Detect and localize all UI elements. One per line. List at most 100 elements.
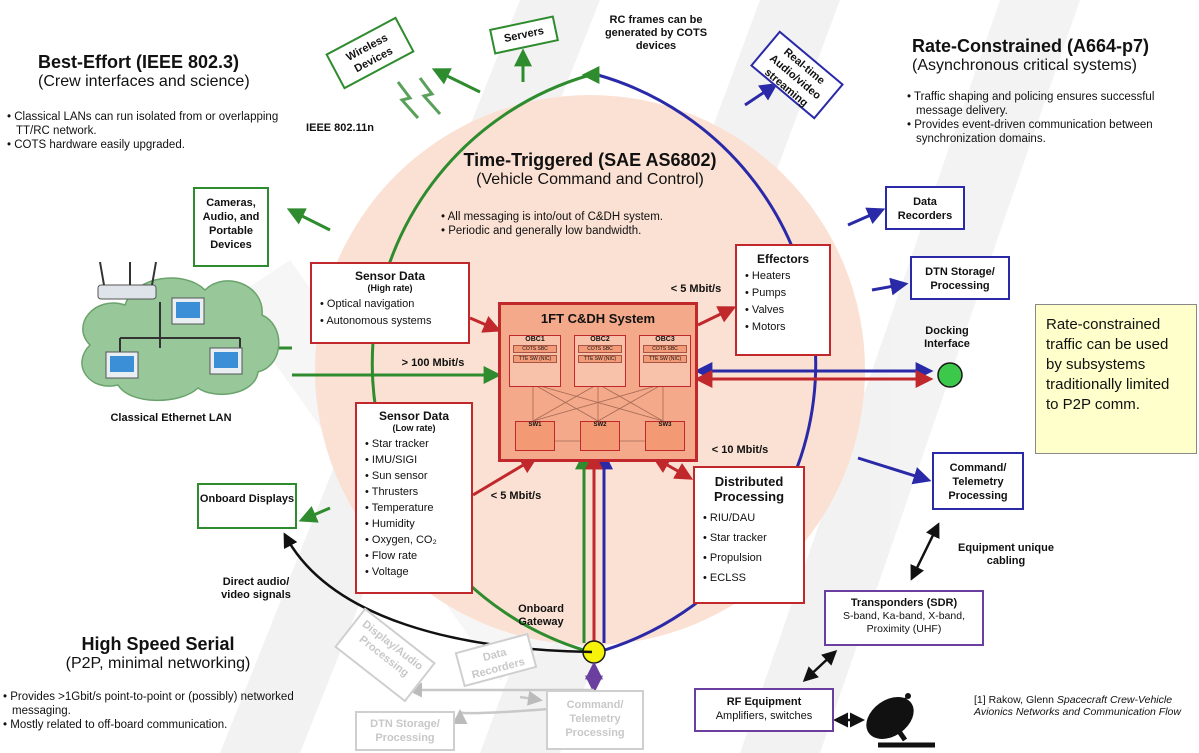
obc-label: OBC2 (590, 336, 610, 343)
cameras-audio-box: Cameras, Audio, and Portable Devices (193, 187, 269, 267)
bullet: Mostly related to off-board communicatio… (2, 718, 302, 732)
list-item: Voltage (363, 564, 471, 580)
direct-av-link (283, 532, 593, 654)
obc3-module: OBC3 COTS SBC TTE SW (NIC) (639, 335, 691, 387)
rf-body: Amplifiers, switches (715, 710, 813, 722)
rate-constrained-title: Rate-Constrained (A664-p7) (912, 36, 1150, 56)
obc-label: OBC1 (525, 336, 545, 343)
list-item: Autonomous systems (318, 313, 468, 330)
cdh-internal-links (532, 383, 664, 442)
citation: [1] Rakow, Glenn Spacecraft Crew-Vehicle… (974, 694, 1196, 718)
transponders-title: Transponders (SDR) (850, 597, 958, 609)
ghost-command-telemetry-box: Command/ Telemetry Processing (546, 690, 644, 750)
obc1-module: OBC1 COTS SBC TTE SW (NIC) (509, 335, 561, 387)
rate-label: < 10 Mbit/s (711, 444, 769, 456)
sensor-low-subtitle: (Low rate) (392, 423, 436, 433)
rate-label: > 100 Mbit/s (401, 357, 465, 369)
list-item: Propulsion (701, 548, 803, 568)
wireless-signal-icon (396, 81, 420, 119)
sensor-data-high-box: Sensor Data (High rate) Optical navigati… (310, 262, 470, 344)
sensor-high-subtitle: (High rate) (367, 283, 413, 293)
best-effort-bullets: Classical LANs can run isolated from or … (6, 110, 288, 152)
bullet: Classical LANs can run isolated from or … (6, 110, 288, 138)
best-effort-title: Best-Effort (IEEE 802.3) (38, 52, 240, 72)
sensor-data-low-box: Sensor Data (Low rate) Star tracker IMU/… (355, 402, 473, 594)
list-item: Pumps (743, 285, 829, 302)
effectors-box: Effectors Heaters Pumps Valves Motors (735, 244, 831, 356)
rc-frames-note: RC frames can be generated by COTS devic… (604, 14, 708, 52)
ethernet-lan-label: Classical Ethernet LAN (110, 412, 232, 424)
list-item: Valves (743, 302, 829, 319)
dtn-storage-box: DTN Storage/ Processing (910, 256, 1010, 300)
ethernet-cloud (81, 261, 280, 402)
rate-constrained-heading: Rate-Constrained (A664-p7) (Asynchronous… (912, 36, 1197, 75)
time-triggered-bullets: All messaging is into/out of C&DH system… (440, 210, 750, 238)
rf-title: RF Equipment (726, 696, 802, 708)
cots-sbc-label: COTS SBC (643, 345, 687, 353)
sw1-module: SW1 (515, 421, 555, 451)
time-triggered-heading: Time-Triggered (SAE AS6802) (Vehicle Com… (430, 150, 750, 189)
satellite-dish-icon (866, 693, 935, 748)
list-item: Heaters (743, 268, 829, 285)
data-recorders-box: Data Recorders (885, 186, 965, 230)
obc2-module: OBC2 COTS SBC TTE SW (NIC) (574, 335, 626, 387)
bullet: All messaging is into/out of C&DH system… (440, 210, 750, 224)
sw3-module: SW3 (645, 421, 685, 451)
list-item: Thrusters (363, 484, 471, 500)
rate-constrained-subtitle: (Asynchronous critical systems) (912, 57, 1137, 74)
rate-constrained-note: Rate-constrained traffic can be used by … (1035, 304, 1197, 454)
bullet: Traffic shaping and policing ensures suc… (906, 90, 1176, 118)
cots-sbc-label: COTS SBC (513, 345, 557, 353)
list-item: Star tracker (363, 436, 471, 452)
rf-equipment-box: RF Equipment Amplifiers, switches (694, 688, 834, 732)
list-item: Star tracker (701, 528, 803, 548)
rate-constrained-bullets: Traffic shaping and policing ensures suc… (906, 90, 1176, 146)
list-item: Flow rate (363, 548, 471, 564)
docking-interface-label: Docking Interface (924, 325, 970, 350)
time-triggered-subtitle: (Vehicle Command and Control) (476, 171, 704, 188)
distributed-processing-box: Distributed Processing RIU/DAU Star trac… (693, 466, 805, 604)
obc-label: OBC3 (655, 336, 675, 343)
list-item: Optical navigation (318, 296, 468, 313)
cdh-system-box: 1FT C&DH System OBC1 COTS SBC TTE SW (NI… (498, 302, 698, 462)
onboard-displays-box: Onboard Displays (197, 483, 297, 529)
tte-switch-label: TTE SW (NIC) (513, 355, 557, 363)
high-speed-serial-heading: High Speed Serial (P2P, minimal networki… (28, 634, 288, 673)
list-item: Motors (743, 319, 829, 336)
bullet: Provides >1Gbit/s point-to-point or (pos… (2, 690, 302, 718)
command-telemetry-box: Command/ Telemetry Processing (932, 452, 1024, 510)
best-effort-heading: Best-Effort (IEEE 802.3) (Crew interface… (38, 52, 298, 91)
list-item: Oxygen, CO₂ (363, 532, 471, 548)
bullet: COTS hardware easily upgraded. (6, 138, 288, 152)
best-effort-ring (370, 73, 591, 654)
tte-switch-label: TTE SW (NIC) (578, 355, 622, 363)
cots-sbc-label: COTS SBC (578, 345, 622, 353)
transponders-body: S-band, Ka-band, X-band, Proximity (UHF) (842, 610, 965, 635)
rate-label: < 5 Mbit/s (670, 283, 722, 295)
docking-interface-node (937, 362, 963, 388)
sensor-low-title: Sensor Data (378, 409, 450, 423)
equipment-cabling-label: Equipment unique cabling (958, 542, 1054, 567)
list-item: IMU/SIGI (363, 452, 471, 468)
best-effort-subtitle: (Crew interfaces and science) (38, 73, 250, 90)
tte-switch-label: TTE SW (NIC) (643, 355, 687, 363)
high-speed-serial-subtitle: (P2P, minimal networking) (65, 655, 251, 672)
sensor-high-title: Sensor Data (354, 269, 426, 283)
ghost-dtn-storage-box: DTN Storage/ Processing (355, 711, 455, 751)
citation-author: [1] Rakow, Glenn (974, 694, 1057, 706)
onboard-gateway-label: Onboard Gateway (518, 603, 564, 628)
effectors-title: Effectors (756, 252, 809, 266)
high-speed-serial-title: High Speed Serial (81, 634, 235, 654)
ieee-80211n-label: IEEE 802.11n (306, 122, 374, 134)
time-triggered-title: Time-Triggered (SAE AS6802) (463, 150, 717, 170)
sw2-module: SW2 (580, 421, 620, 451)
bullet: Provides event-driven communication betw… (906, 118, 1176, 146)
transponders-box: Transponders (SDR) S-band, Ka-band, X-ba… (824, 590, 984, 646)
list-item: Humidity (363, 516, 471, 532)
high-speed-serial-bullets: Provides >1Gbit/s point-to-point or (pos… (2, 690, 302, 732)
list-item: Temperature (363, 500, 471, 516)
list-item: RIU/DAU (701, 508, 803, 528)
direct-av-label: Direct audio/ video signals (221, 576, 291, 601)
distributed-title: Distributed Processing (713, 474, 785, 504)
citation-title: Spacecraft Crew-Vehicle Avionics Network… (974, 694, 1181, 718)
